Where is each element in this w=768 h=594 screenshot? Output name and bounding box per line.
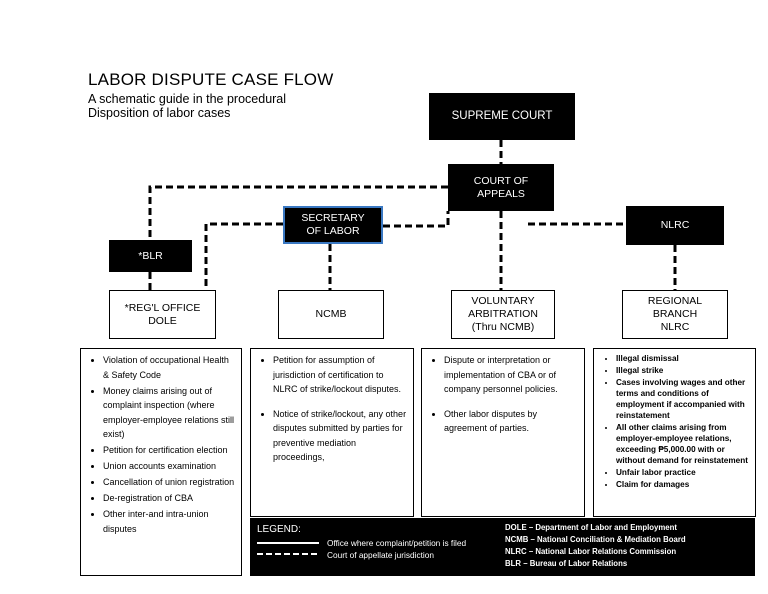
- node-regl-office-dole: *REG'L OFFICE DOLE: [109, 290, 216, 339]
- legend-solid-label: Office where complaint/petition is filed: [327, 538, 467, 548]
- list-item: Other labor disputes by agreement of par…: [444, 407, 580, 436]
- list-item: Claim for damages: [616, 479, 751, 490]
- legend-title: LEGEND:: [257, 524, 301, 535]
- voluntary-arbitration-sub: (Thru NCMB): [471, 321, 535, 333]
- panel-regional-branch: Illegal dismissal Illegal strike Cases i…: [593, 348, 756, 517]
- legend-abbr-dole: DOLE – Department of Labor and Employmen…: [505, 523, 677, 532]
- legend: LEGEND: Office where complaint/petition …: [250, 518, 755, 576]
- legend-abbr-blr: BLR – Bureau of Labor Relations: [505, 559, 628, 568]
- node-blr: *BLR: [109, 240, 192, 272]
- node-ncmb: NCMB: [278, 290, 384, 339]
- panel-regl-office: Violation of occupational Health & Safet…: [80, 348, 242, 576]
- list-item: Dispute or interpretation or implementat…: [444, 353, 580, 397]
- node-regional-branch-nlrc: REGIONAL BRANCH NLRC: [622, 290, 728, 339]
- legend-abbr-ncmb: NCMB – National Conciliation & Mediation…: [505, 535, 686, 544]
- page-title: LABOR DISPUTE CASE FLOW: [88, 70, 334, 89]
- legend-dashed-label: Court of appellate jurisdiction: [327, 550, 434, 560]
- panel-voluntary-arbitration: Dispute or interpretation or implementat…: [421, 348, 585, 517]
- list-item: Illegal strike: [616, 365, 751, 376]
- list-item: Cases involving wages and other terms an…: [616, 377, 751, 421]
- list-item: Notice of strike/lockout, any other disp…: [273, 407, 409, 465]
- voluntary-arbitration-label: VOLUNTARY ARBITRATION: [468, 295, 538, 320]
- list-item: Money claims arising out of complaint in…: [103, 384, 237, 442]
- legend-abbr-nlrc: NLRC – National Labor Relations Commissi…: [505, 547, 677, 556]
- connector-ca-blr: [148, 185, 448, 240]
- panel-ncmb: Petition for assumption of jurisdiction …: [250, 348, 414, 517]
- node-voluntary-arbitration: VOLUNTARY ARBITRATION (Thru NCMB): [451, 290, 555, 339]
- list-item: Violation of occupational Health & Safet…: [103, 353, 237, 382]
- legend-line-samples: [257, 542, 319, 555]
- node-nlrc: NLRC: [626, 206, 724, 245]
- page-subtitle: A schematic guide in the procedural Disp…: [88, 92, 287, 120]
- list-item: Illegal dismissal: [616, 353, 751, 364]
- connector-ca-secretary: [383, 211, 450, 228]
- list-item: Petition for certification election: [103, 443, 237, 458]
- node-supreme-court: SUPREME COURT: [429, 93, 575, 140]
- node-court-of-appeals: COURT OF APPEALS: [448, 164, 554, 211]
- list-item: Other inter-and intra-union disputes: [103, 507, 237, 536]
- list-item: All other claims arising from employer-e…: [616, 422, 751, 466]
- connector-secretary-regl: [204, 222, 283, 290]
- list-item: Petition for assumption of jurisdiction …: [273, 353, 409, 397]
- list-item: Cancellation of union registration: [103, 475, 237, 490]
- list-item: De-registration of CBA: [103, 491, 237, 506]
- list-item: Union accounts examination: [103, 459, 237, 474]
- node-secretary-of-labor: SECRETARY OF LABOR: [283, 206, 383, 244]
- list-item: Unfair labor practice: [616, 467, 751, 478]
